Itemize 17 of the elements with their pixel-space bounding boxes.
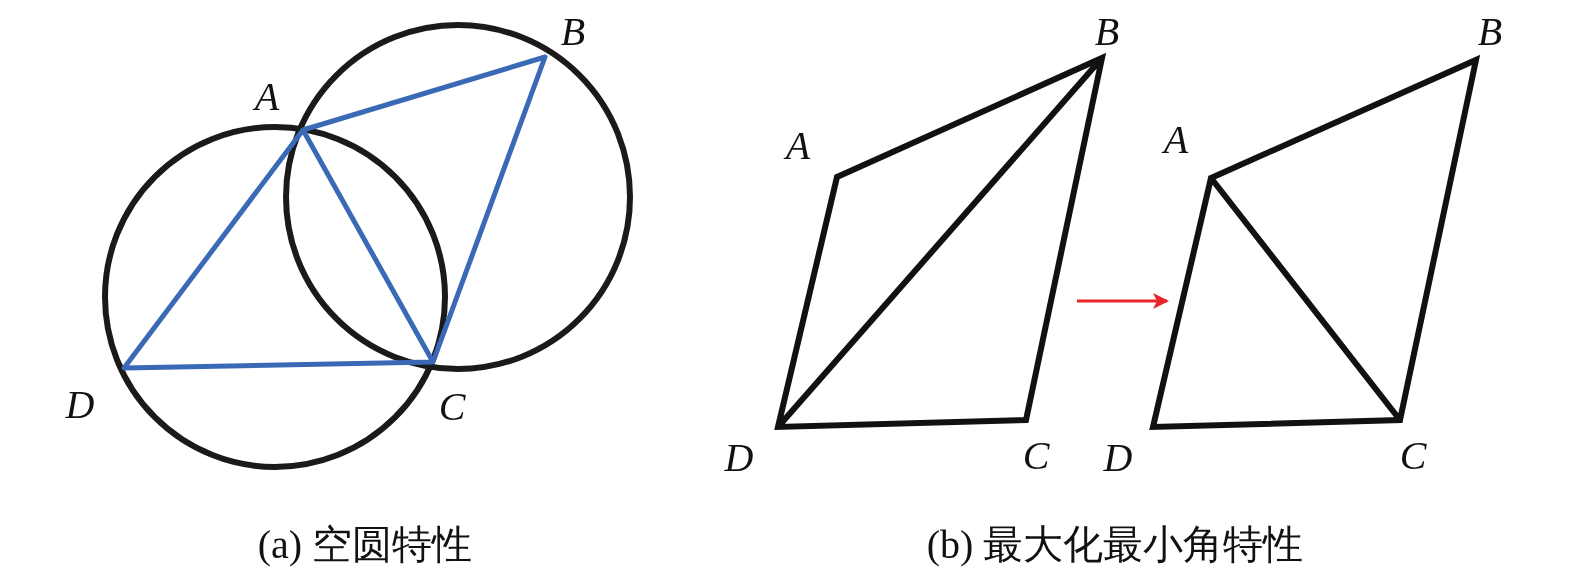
quadrilateral-drawing [775, 52, 1107, 430]
point-label: A [254, 77, 280, 117]
point-label: D [1103, 438, 1133, 478]
arrow [1077, 293, 1169, 309]
point-label: B [560, 12, 586, 52]
point-label: D [65, 385, 95, 425]
subfigure-caption: (b) 最大化最小角特性 [926, 525, 1304, 565]
point-label: C [1399, 436, 1427, 476]
point-label: D [724, 438, 754, 478]
point-label: A [785, 126, 811, 166]
point-label: C [438, 387, 466, 427]
point-label: B [1094, 12, 1120, 52]
point-label: A [1163, 120, 1189, 160]
point-label: B [1477, 12, 1503, 52]
point-label: C [1022, 436, 1050, 476]
quadrilateral-drawing [1150, 54, 1481, 430]
subfigure-caption: (a) 空圆特性 [257, 525, 473, 565]
